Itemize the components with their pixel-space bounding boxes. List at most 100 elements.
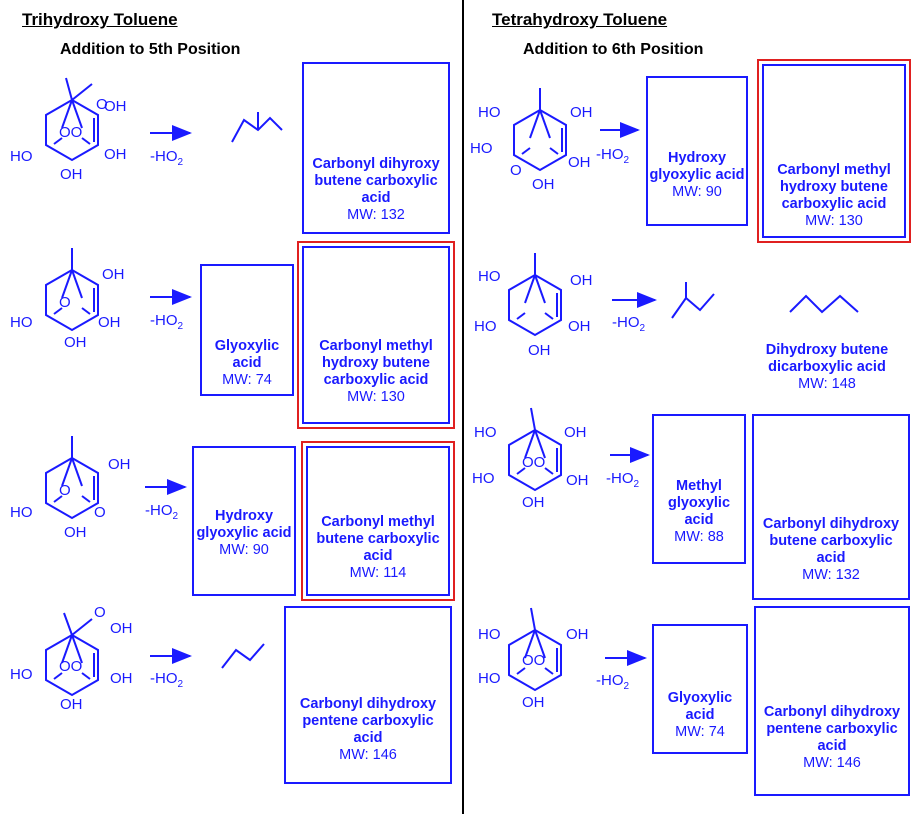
atom-label: OH [104,146,127,163]
atom-label: O [59,482,71,499]
atom-label: OH [110,620,133,637]
atom-label: O [59,294,71,311]
left-subheading: Addition to 5th Position [60,41,241,58]
atom-label: O [510,162,522,179]
prod-skel-r2 [789,294,859,314]
molecular-weight: MW: 132 [347,207,405,223]
atom-label: OO [522,454,546,471]
right-frag-2 [671,293,715,319]
atom-label: OH [570,272,593,289]
product-box: Carbonyl dihydroxy pentene carboxylic ac… [754,606,910,796]
left-reactant-1 [45,77,99,161]
atom-label: OO [59,658,83,675]
column-divider [462,0,464,814]
atom-label: OH [570,104,593,121]
fragment-box: Glyoxylic acid MW: 74 [652,624,748,754]
right-reactant-4 [508,607,562,691]
product-box: Carbonyl methyl butene carboxylic acid M… [301,441,455,601]
left-reactant-3 [45,436,99,519]
molecular-weight: MW: 148 [798,376,856,392]
atom-label: HO [474,424,497,441]
atom-label: HO [478,104,501,121]
atom-label: HO [10,148,33,165]
product-name: Carbonyl dihydroxy pentene carboxylic ac… [763,704,901,754]
atom-label: OH [522,494,545,511]
atom-label: OH [566,472,589,489]
right-reactant-1 [513,88,567,171]
atom-label: OH [564,424,587,441]
atom-label: OH [98,314,121,331]
atom-label: OH [532,176,555,193]
atom-label: O [94,604,106,621]
left-reactant-4 [45,612,99,696]
fragment-box: Methyl glyoxylic acid MW: 88 [652,414,746,564]
fragment-name: Glyoxylic acid [214,338,280,371]
right-reactant-3 [508,407,562,491]
atom-label: HO [478,626,501,643]
molecular-weight: MW: 114 [349,565,407,581]
left-reactant-2 [45,248,99,331]
fragment-name: Hydroxy glyoxylic acid [649,150,745,183]
atom-label: HO [470,140,493,157]
atom-label: HO [472,470,495,487]
product-name: Carbonyl dihydroxy butene carboxylic aci… [762,516,900,566]
atom-label: OH [566,626,589,643]
atom-label: OH [104,98,127,115]
molecular-weight: MW: 90 [672,184,722,200]
atom-label: OH [60,696,83,713]
product-box: Carbonyl dihyroxy butene carboxylic acid… [302,62,450,234]
atom-label: HO [478,268,501,285]
atom-label: OH [64,334,87,351]
atom-label: HO [10,314,33,331]
left-frag-4 [221,643,265,669]
reagent-label: -HO2 [596,672,630,692]
atom-label: O [96,96,108,113]
product-caption: Dihydroxy butene dicarboxylic acid MW: 1… [742,342,912,393]
molecular-weight: MW: 146 [803,755,861,771]
atom-label: HO [474,318,497,335]
molecular-weight: MW: 146 [339,747,397,763]
atom-label: HO [478,670,501,687]
atom-label: OH [60,166,83,183]
atom-label: OO [59,124,83,141]
reagent-label: -HO2 [606,470,640,490]
atom-label: OH [64,524,87,541]
fragment-name: Methyl glyoxylic acid [667,478,731,528]
molecular-weight: MW: 74 [222,372,272,388]
atom-label: OH [102,266,125,283]
reagent-label: -HO2 [150,148,184,168]
product-box: Carbonyl dihydroxy pentene carboxylic ac… [284,606,452,784]
molecular-weight: MW: 132 [802,567,860,583]
right-reactant-2 [508,253,562,336]
left-heading: Trihydroxy Toluene [22,10,178,29]
product-name: Dihydroxy butene dicarboxylic acid [765,342,889,375]
product-name: Carbonyl methyl hydroxy butene carboxyli… [777,162,891,212]
reagent-label: -HO2 [150,670,184,690]
right-subheading: Addition to 6th Position [523,41,704,58]
atom-label: OH [568,318,591,335]
fragment-box: Glyoxylic acid MW: 74 [200,264,294,396]
fragment-box: Hydroxy glyoxylic acid MW: 90 [646,76,748,226]
product-box: Carbonyl methyl hydroxy butene carboxyli… [757,59,911,243]
atom-label: OH [110,670,133,687]
product-box: Carbonyl methyl hydroxy butene carboxyli… [297,241,455,429]
fragment-box: Hydroxy glyoxylic acid MW: 90 [192,446,296,596]
molecular-weight: MW: 90 [219,542,269,558]
product-box: Carbonyl dihydroxy butene carboxylic aci… [752,414,910,600]
fragment-name: Hydroxy glyoxylic acid [196,508,292,541]
molecular-weight: MW: 88 [674,529,724,545]
molecular-weight: MW: 130 [347,389,405,405]
atom-label: HO [10,666,33,683]
right-heading: Tetrahydroxy Toluene [492,10,668,29]
atom-label: OH [108,456,131,473]
reagent-label: -HO2 [145,502,179,522]
molecular-weight: MW: 74 [675,724,725,740]
molecular-weight: MW: 130 [805,213,863,229]
product-name: Carbonyl dihyroxy butene carboxylic acid [312,156,440,206]
product-name: Carbonyl methyl butene carboxylic acid [316,514,440,564]
reagent-label: -HO2 [596,146,630,166]
reagent-label: -HO2 [612,314,646,334]
product-name: Carbonyl dihydroxy pentene carboxylic ac… [299,696,437,746]
atom-label: OO [522,652,546,669]
product-name: Carbonyl methyl hydroxy butene carboxyli… [319,338,433,388]
